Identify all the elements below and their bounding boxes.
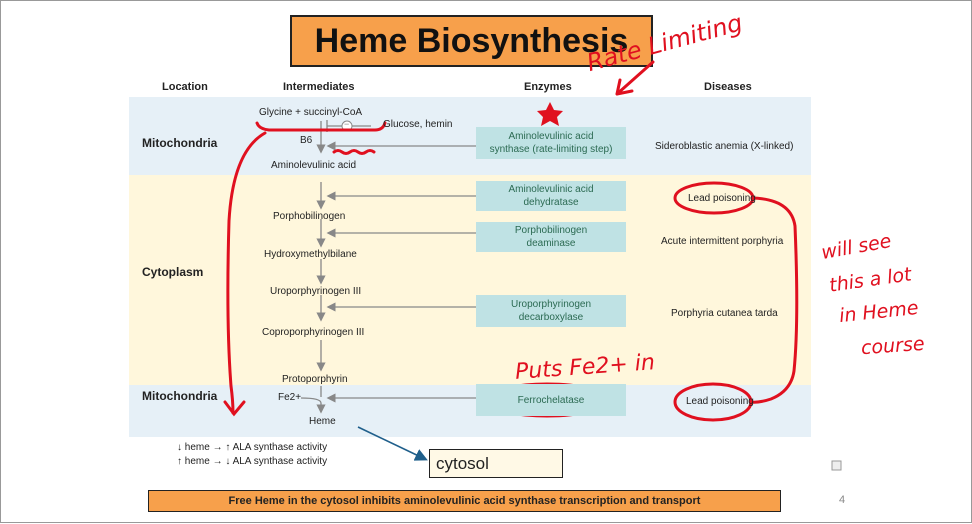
cytosol-box: cytosol: [429, 449, 563, 478]
location-mitochondria-2: Mitochondria: [142, 389, 218, 403]
mitochondria-band-bottom: [129, 385, 811, 437]
intermediate-coproporphyrinogen-iii: Coproporphyrinogen III: [262, 327, 365, 338]
enzyme-uro-decarboxylase-line1: Uroporphyrinogen: [510, 299, 592, 310]
enzyme-ala-synthase: Aminolevulinic acid synthase (rate-limit…: [476, 127, 626, 159]
product-heme: Heme: [309, 416, 336, 427]
intermediate-protoporphyrin: Protoporphyrin: [282, 374, 348, 385]
iron-ion: Fe2+: [278, 392, 302, 403]
header-diseases: Diseases: [704, 81, 752, 93]
enzyme-ala-synthase-line1: Aminolevulinic acid: [508, 131, 594, 142]
slide-title: Heme Biosynthesis: [290, 15, 653, 67]
location-mitochondria-1: Mitochondria: [142, 136, 218, 150]
disease-acute-intermittent-porphyria: Acute intermittent porphyria: [661, 236, 784, 247]
intermediate-glycine-succinyl-coa: Glycine + succinyl-CoA: [259, 107, 363, 118]
inhibition-sign: −: [344, 119, 350, 129]
enzyme-pbg-deaminase-line1: Porphobilinogen: [514, 225, 588, 236]
enzyme-uro-decarboxylase-line2: decarboxylase: [518, 312, 584, 323]
header-location: Location: [162, 81, 208, 93]
disease-sideroblastic-anemia: Sideroblastic anemia (X-linked): [655, 141, 794, 152]
annotation-course: course: [860, 332, 926, 360]
disease-lead-poisoning-1: Lead poisoning: [688, 193, 756, 204]
enzyme-ala-dehydratase-line2: dehydratase: [523, 197, 579, 208]
enzyme-ala-dehydratase-line1: Aminolevulinic acid: [508, 184, 594, 195]
mitochondria-band-top: [129, 97, 811, 175]
page-number: 4: [839, 494, 846, 506]
footer-note: Free Heme in the cytosol inhibits aminol…: [148, 490, 781, 512]
inhibitors-label: Glucose, hemin: [383, 119, 453, 130]
enzyme-uro-decarboxylase: Uroporphyrinogen decarboxylase: [476, 295, 626, 327]
header-enzymes: Enzymes: [524, 81, 572, 93]
location-cytoplasm: Cytoplasm: [142, 265, 204, 279]
cofactor-b6: B6: [300, 135, 313, 146]
regulation-low-heme: ↓ heme → ↑ ALA synthase activity: [177, 442, 328, 453]
enzyme-ala-dehydratase: Aminolevulinic acid dehydratase: [476, 181, 626, 211]
header-intermediates: Intermediates: [283, 81, 355, 93]
intermediate-porphobilinogen: Porphobilinogen: [273, 211, 346, 222]
intermediate-hydroxymethylbilane: Hydroxymethylbilane: [264, 249, 357, 260]
regulation-high-heme: ↑ heme → ↓ ALA synthase activity: [177, 456, 328, 467]
intermediate-uroporphyrinogen-iii: Uroporphyrinogen III: [270, 286, 362, 297]
intermediate-ala: Aminolevulinic acid: [271, 160, 357, 171]
enzyme-pbg-deaminase-line2: deaminase: [526, 238, 576, 249]
enzyme-ferrochelatase: Ferrochelatase: [476, 384, 626, 416]
disease-porphyria-cutanea-tarda: Porphyria cutanea tarda: [671, 308, 778, 319]
disease-lead-poisoning-2: Lead poisoning: [686, 396, 754, 407]
cytoplasm-band: [129, 175, 811, 385]
enzyme-ala-synthase-line2: synthase (rate-limiting step): [489, 144, 613, 155]
enzyme-pbg-deaminase: Porphobilinogen deaminase: [476, 222, 626, 252]
